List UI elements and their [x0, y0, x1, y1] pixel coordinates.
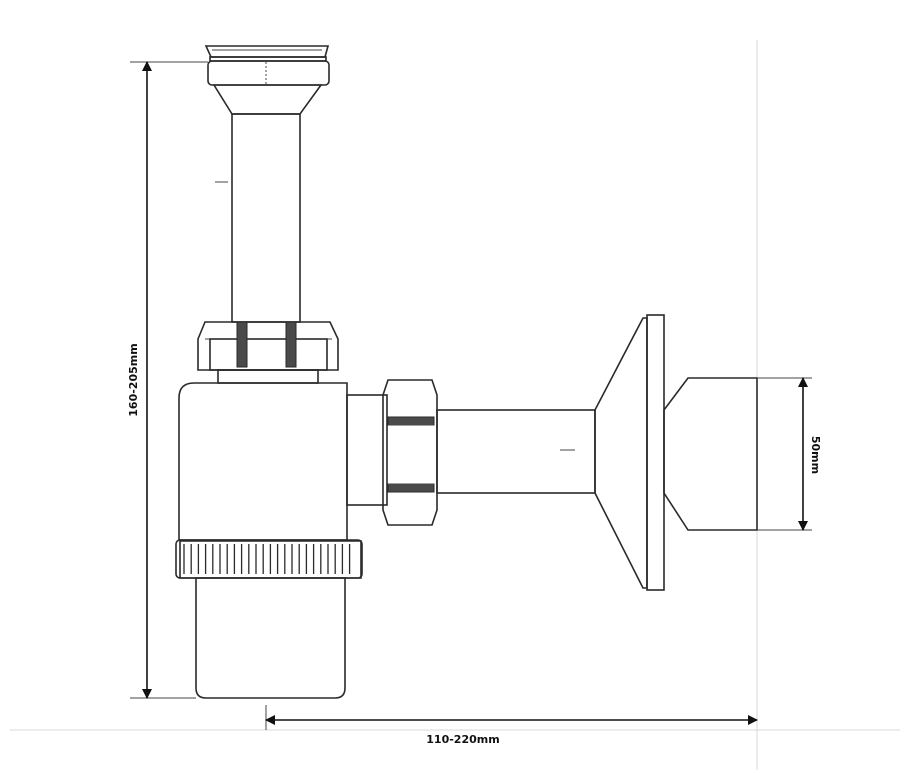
outlet-diameter-label: 50mm [809, 436, 822, 474]
wall-rosette [594, 314, 665, 591]
height-dimension-label: 160-205mm [127, 343, 140, 416]
wall-connector [663, 377, 758, 531]
bottle-cup [195, 577, 346, 699]
ribbed-bottle-nut [175, 539, 363, 579]
background-guides [10, 40, 900, 770]
width-dimension: 110-220mm [265, 705, 758, 746]
vertical-tailpiece [215, 113, 301, 323]
strainer-head [204, 45, 330, 86]
outlet-diameter-dimension: 50mm [757, 377, 822, 531]
height-dimension: 160-205mm [127, 61, 208, 699]
horizontal-outlet-pipe [436, 409, 596, 494]
width-dimension-label: 110-220mm [426, 733, 499, 746]
inlet-funnel [212, 84, 323, 115]
upper-nut [197, 321, 339, 384]
side-outlet-nut [346, 379, 438, 526]
